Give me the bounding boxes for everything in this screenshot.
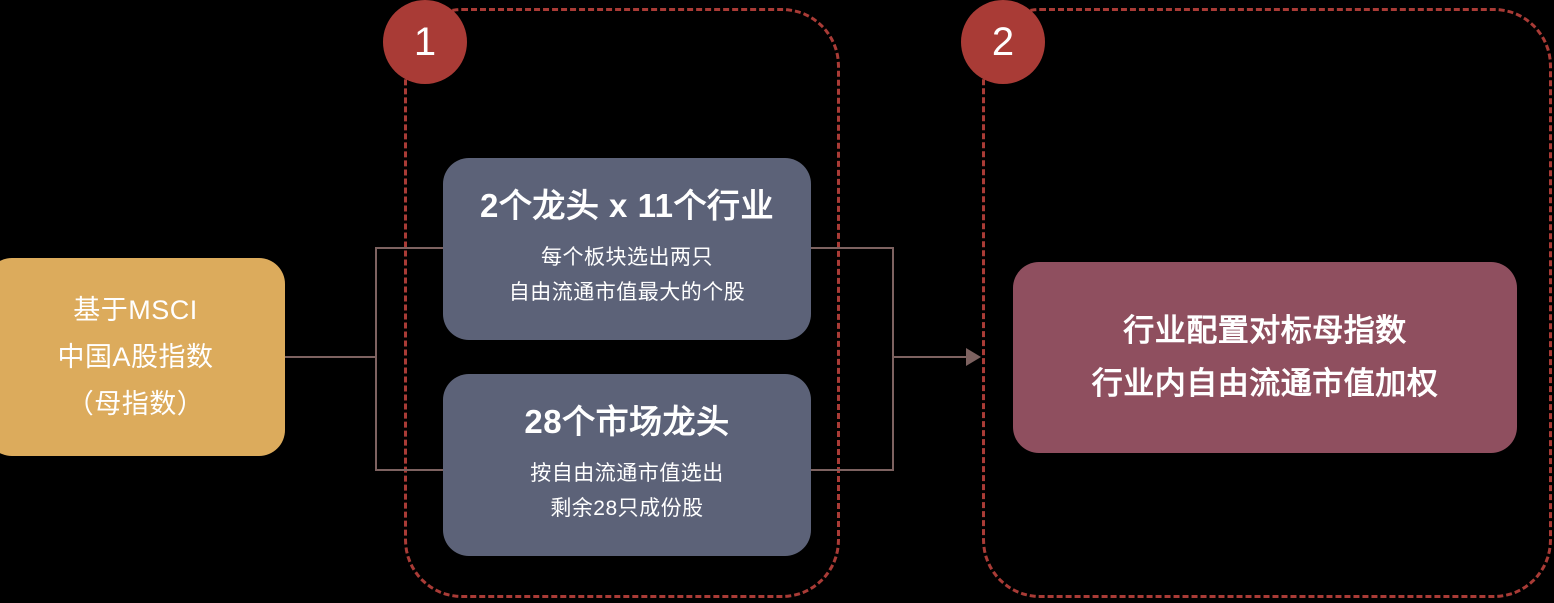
connector-split-to-step-1 [375,247,450,249]
connector-step-1-to-merge [810,247,894,249]
dashed-group-region-2 [982,8,1552,598]
connector-merge-vertical [892,247,894,471]
connector-split-to-step-2 [375,469,450,471]
source-line-1: 基于MSCI [73,294,198,325]
dashed-group-region-1 [404,8,840,598]
source-line-3: （母指数） [66,388,205,419]
connector-split-vertical [375,247,377,471]
step-box-market-leaders: 28个市场龙头 按自由流通市值选出 剩余28只成份股 [443,374,811,556]
connector-merge-to-result [892,356,970,358]
source-line-2: 中国A股指数 [57,341,214,372]
step-1-subtitle-line-2: 自由流通市值最大的个股 [508,281,746,305]
source-index-box: 基于MSCI 中国A股指数 （母指数） [0,258,285,456]
step-2-subtitle-line-2: 剩余28只成份股 [550,497,704,521]
step-2-title: 28个市场龙头 [524,402,730,440]
result-line-1: 行业配置对标母指数 [1123,313,1407,349]
connector-source-out [284,356,376,358]
connector-step-2-to-merge [810,469,894,471]
step-badge-1: 1 [383,0,467,84]
step-2-subtitle-line-1: 按自由流通市值选出 [530,462,724,486]
result-line-2: 行业内自由流通市值加权 [1091,365,1439,401]
step-box-sector-leaders: 2个龙头 x 11个行业 每个板块选出两只 自由流通市值最大的个股 [443,158,811,340]
step-badge-2: 2 [961,0,1045,84]
step-1-subtitle-line-1: 每个板块选出两只 [541,246,713,270]
result-weighting-box: 行业配置对标母指数 行业内自由流通市值加权 [1013,262,1517,453]
arrow-head-icon [966,348,981,366]
step-1-title: 2个龙头 x 11个行业 [480,186,774,224]
